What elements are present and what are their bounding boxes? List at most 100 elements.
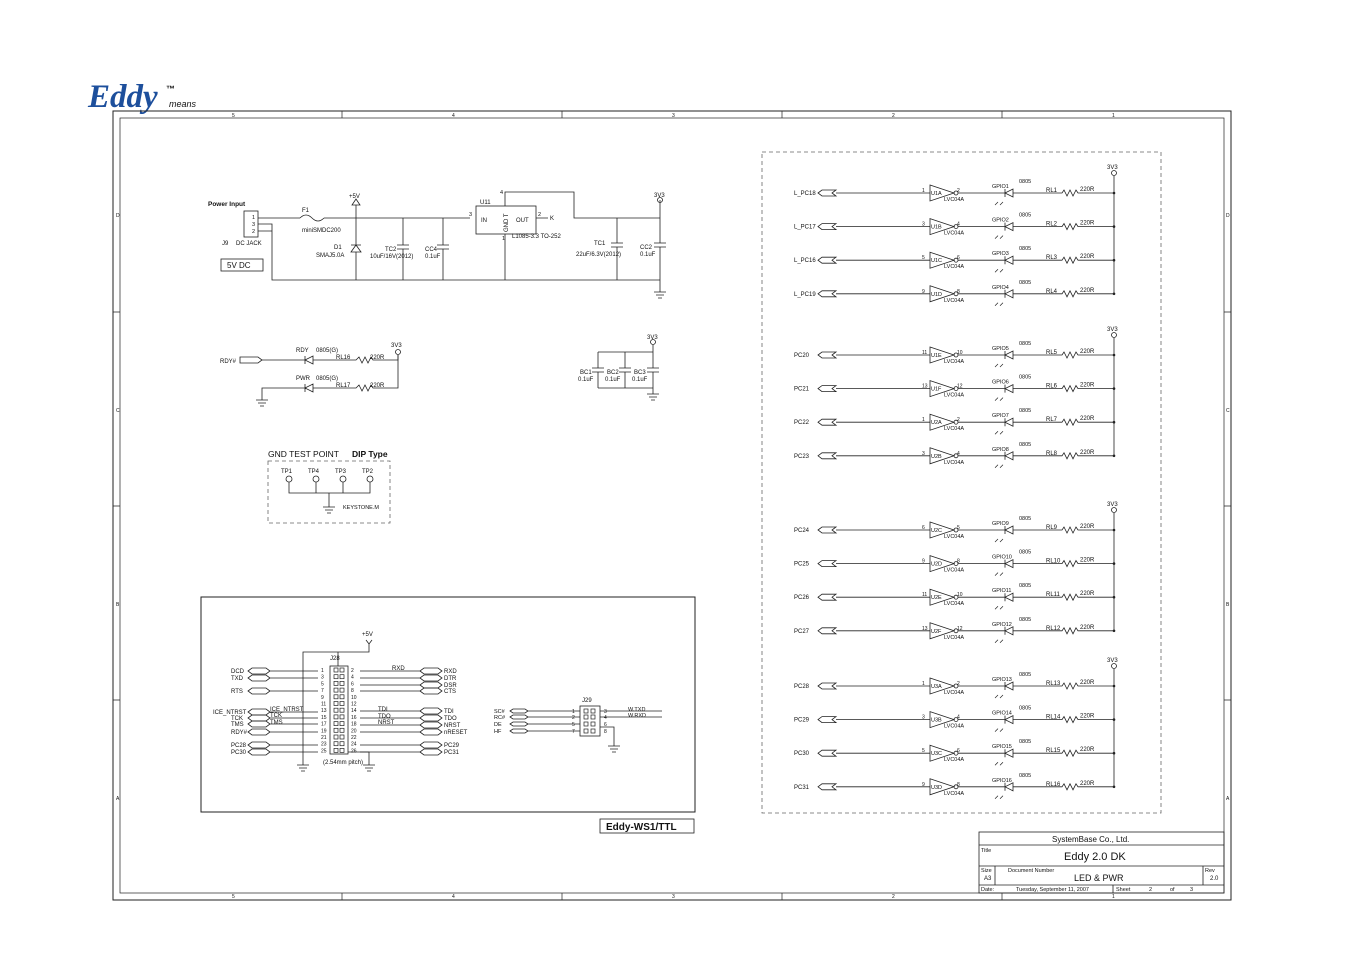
led-net-label: PC22	[794, 420, 810, 426]
power-wires-in	[258, 217, 660, 281]
j29-left-port	[509, 714, 580, 720]
status-rail: 3V3	[391, 343, 402, 349]
inverter-type: LVC04A	[944, 197, 964, 203]
led-emission-arrows	[994, 728, 1004, 732]
led-emission-arrows	[994, 694, 1004, 699]
inverter-pin-out: 8	[957, 782, 960, 788]
pwr-val: 220R	[370, 383, 385, 389]
inverter-ref: U3D	[931, 785, 942, 791]
led-net-port	[817, 627, 838, 635]
reg-in: IN	[481, 218, 487, 224]
led-resistor-ref: RL7	[1046, 417, 1058, 423]
testpoint-box	[267, 460, 391, 524]
j28-right-pin-number: 22	[351, 735, 357, 741]
j28-pin-pad	[339, 667, 345, 673]
j29-left-net-label: SC#	[494, 709, 506, 715]
inverter-pin-in: 13	[922, 384, 928, 390]
j28-right-pin-number: 8	[351, 688, 354, 694]
docnum-label: Document Number	[1008, 868, 1054, 874]
inverter-pin-in: 3	[922, 451, 925, 457]
led-net-port	[817, 560, 838, 567]
j29-left-net-label: RC#	[494, 715, 506, 721]
inverter-symbol	[929, 447, 956, 465]
inverter-pin-out: 10	[957, 350, 963, 356]
gpio-label: GPIO5	[992, 346, 1009, 352]
rail-junction	[1112, 292, 1116, 296]
led-net-label: L_PC19	[794, 292, 816, 298]
inverter-pin-out: 5	[957, 525, 960, 531]
inverter-pin-out: 6	[957, 255, 960, 261]
led-net-label: PC26	[794, 595, 810, 601]
conn-left-net-label: PC28	[231, 743, 247, 749]
pwr-led-branch	[261, 355, 399, 396]
led-resistor	[1013, 256, 1114, 265]
logo-trademark: ™	[166, 84, 175, 94]
j29-left-pin-number: 2	[572, 715, 575, 721]
j29-pin-pad	[583, 708, 589, 714]
j28-right-pin-number: 2	[351, 668, 354, 674]
inverter-symbol	[929, 677, 956, 695]
reg-k: K	[550, 216, 554, 222]
inverter-pin-out: 4	[957, 222, 960, 228]
led-resistor-value: 220R	[1080, 714, 1095, 720]
inverter-ref: U3C	[931, 751, 942, 757]
led-resistor-value: 220R	[1080, 349, 1095, 355]
led-net-port	[817, 418, 838, 426]
j28-pin-pad	[333, 681, 339, 686]
conn-right-port	[360, 728, 443, 736]
plus5v-label: +5V	[349, 194, 360, 200]
led-net-port	[817, 189, 838, 197]
logo-wordmark: Eddy	[87, 79, 158, 115]
gpio-led	[1004, 383, 1014, 394]
j29-left-pin-number: 7	[572, 729, 575, 735]
led-resistor	[1013, 289, 1114, 298]
j28-pin-pad	[339, 681, 345, 686]
j29-left-port	[509, 708, 580, 714]
conn-ground-left	[297, 764, 309, 772]
conn-right-net-label: RXD	[444, 669, 457, 675]
gpio-label: GPIO9	[992, 521, 1009, 527]
gpio-label: GPIO2	[992, 218, 1009, 224]
led-resistor-value: 220R	[1080, 781, 1095, 787]
bc1-val: 0.1uF	[578, 377, 594, 383]
led-resistor-value: 220R	[1080, 558, 1095, 564]
led-net-label: PC24	[794, 528, 810, 534]
tvs-diode	[350, 218, 362, 280]
out-rail-label: 3V3	[654, 193, 665, 199]
drawing-title: Eddy 2.0 DK	[1064, 851, 1126, 863]
led-part: 0805	[1019, 341, 1031, 347]
gpio-led	[1004, 681, 1014, 691]
frame-row-label-left: C	[116, 408, 120, 414]
bypass-ground	[647, 393, 659, 401]
j28-left-pin-number: 1	[321, 668, 324, 674]
led-rail-terminal	[1111, 663, 1117, 669]
j28-pin-pad	[333, 748, 339, 753]
led-resistor	[1013, 418, 1114, 427]
inverter-pin-in: 1	[922, 417, 925, 423]
led-part: 0805	[1019, 516, 1031, 522]
led-net-label: L_PC17	[794, 225, 816, 231]
inverter-ref: U1F	[931, 387, 942, 393]
fuse-ref: F1	[302, 208, 310, 214]
gpio-led	[1004, 221, 1014, 232]
j28-left-pin-number: 25	[321, 748, 327, 754]
led-resistor-ref: RL10	[1046, 559, 1061, 565]
j28-pin-pad	[339, 714, 345, 720]
conn-right-port	[360, 721, 443, 729]
gpio-label: GPIO3	[992, 251, 1009, 257]
j28-left-pin-number: 19	[321, 728, 327, 734]
led-net-port	[817, 783, 838, 791]
rail-junction	[1112, 387, 1116, 390]
j29-left-port	[509, 721, 580, 727]
j28-right-pin-number: 4	[351, 675, 354, 681]
gpio-label: GPIO15	[992, 744, 1012, 750]
conn-left-net-label: PC30	[231, 750, 247, 756]
connector-box-label: Eddy-WS1/TTL	[606, 822, 677, 833]
led-rail-label: 3V3	[1107, 658, 1118, 664]
rail-junction	[1112, 258, 1116, 262]
led-net-port	[817, 351, 838, 359]
conn-right-net-label: TDI	[444, 709, 454, 715]
